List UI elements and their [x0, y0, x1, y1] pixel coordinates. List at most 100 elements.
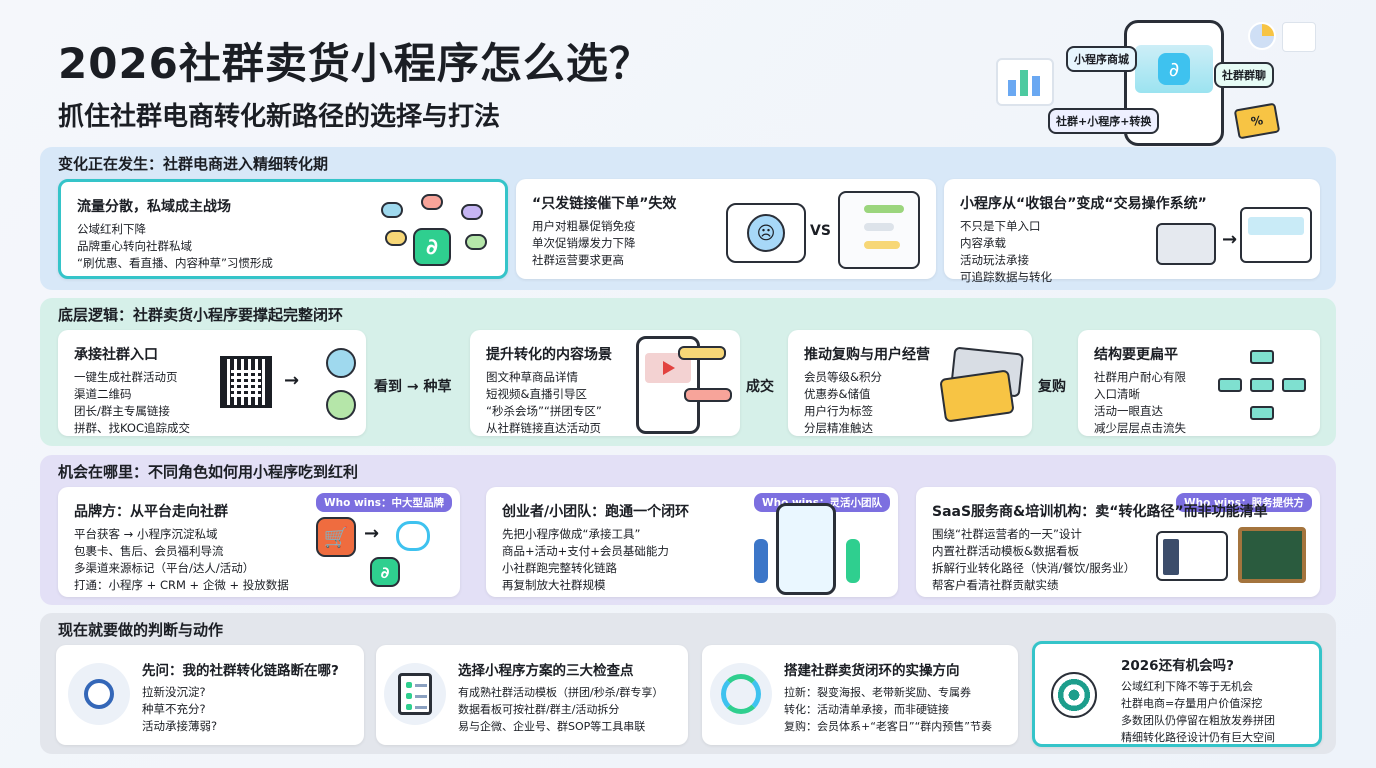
card-title: 品牌方：从平台走向社群	[74, 504, 228, 520]
list-item: 打通：小程序 + CRM + 企微 + 投放数据	[74, 578, 289, 592]
chat-bubble-icon	[396, 521, 430, 551]
card-title: 承接社群入口	[74, 347, 158, 363]
list-item: “刷优惠、看直播、内容种草”习惯形成	[77, 256, 273, 270]
dashboard-screen-icon	[1156, 531, 1228, 581]
list-item: 优惠券&储值	[804, 387, 871, 401]
qr-code-icon	[220, 356, 272, 408]
section-title: 机会在哪里：不同角色如何用小程序吃到红利	[58, 463, 359, 481]
person-icon	[754, 539, 768, 583]
list-item: 渠道二维码	[74, 387, 132, 401]
list-item: 多渠道来源标记（平台/达人/活动）	[74, 561, 255, 575]
checklist-icon	[384, 663, 446, 725]
card-title: SaaS服务商&培训机构：卖“转化路径”而非功能清单	[932, 504, 1268, 520]
page-subtitle: 抓住社群电商转化新路径的选择与打法	[58, 102, 501, 132]
flow-label-deal: 成交	[746, 379, 774, 395]
chat-bubble-icon	[385, 230, 407, 246]
list-item: 公域红利下降	[77, 222, 146, 236]
section-title: 现在就要做的判断与动作	[58, 621, 224, 639]
arrow-right-icon: →	[284, 370, 300, 391]
chat-bubble-icon	[421, 194, 443, 210]
list-item: 可追踪数据与转化	[960, 270, 1052, 284]
vs-label: VS	[810, 223, 831, 239]
chat-bubble-icon	[381, 202, 403, 218]
list-item: 转化：活动清单承接，而非硬链接	[784, 703, 949, 716]
list-item: 商品+活动+支付+会员基础能力	[502, 544, 669, 558]
list-item: “秒杀会场”“拼团专区”	[486, 404, 602, 418]
pie-chart-icon	[1248, 22, 1276, 50]
list-item: 图文种草商品详情	[486, 370, 578, 384]
mini-program-icon: ∂	[1158, 53, 1190, 85]
flow-label-seed: 看到 → 种草	[374, 379, 452, 395]
card-title: 搭建社群卖货闭环的实操方向	[784, 663, 960, 679]
card-title: 流量分散，私域成主战场	[77, 199, 231, 215]
list-item: 活动承接薄弱?	[142, 719, 218, 733]
list-item: 内置社群活动模板&数据看板	[932, 544, 1079, 558]
cycle-icon	[710, 663, 772, 725]
list-item: 团长/群主专属链接	[74, 404, 170, 418]
list-item: 围绕“社群运营者的一天”设计	[932, 527, 1082, 541]
hero-tag-convert: 社群+小程序+转换	[1048, 108, 1160, 134]
list-item: 易与企微、企业号、群SOP等工具串联	[458, 720, 646, 733]
list-item: 用户对粗暴促销免疫	[532, 219, 636, 233]
list-item: 入口清晰	[1094, 387, 1140, 401]
card-saas: Who wins：服务提供方 SaaS服务商&培训机构：卖“转化路径”而非功能清…	[916, 487, 1320, 597]
card-opportunity-2026: 2026还有机会吗? 公域红利下降不等于无机会 社群电商=存量用户价值深挖 多数…	[1032, 641, 1322, 747]
list-item: 单次促销爆发力下降	[532, 236, 636, 250]
phone-flow-icon	[776, 503, 836, 595]
list-item: 社群运营要求更高	[532, 253, 624, 267]
section-actions: 现在就要做的判断与动作 先问：我的社群转化链路断在哪? 拉新没沉淀? 种草不充分…	[40, 613, 1336, 754]
list-item: 活动玩法承接	[960, 253, 1029, 267]
section-change: 变化正在发生：社群电商进入精细转化期 流量分散，私域成主战场 公域红利下降 品牌…	[40, 147, 1336, 290]
card-title: 选择小程序方案的三大检查点	[458, 663, 634, 679]
wins-badge: Who wins：中大型品牌	[316, 493, 452, 512]
video-phone-icon	[636, 336, 700, 434]
list-item: 短视频&直播引导区	[486, 387, 587, 401]
card-title: “只发链接催下单”失效	[532, 196, 677, 212]
card-title: 小程序从“收银台”变成“交易操作系统”	[960, 196, 1207, 212]
list-item: 分层精准触达	[804, 421, 873, 435]
hero-illustration: ∂ 小程序商城 社群群聊 社群+小程序+转换 %	[996, 18, 1316, 148]
list-item: 不只是下单入口	[960, 219, 1041, 233]
coupon-icon	[939, 369, 1015, 423]
list-item: 数据看板可按社群/群主/活动拆分	[458, 703, 620, 716]
card-title: 推动复购与用户经营	[804, 347, 930, 363]
list-item: 拆解行业转化路径（快消/餐饮/服务业）	[932, 561, 1136, 575]
section-title: 底层逻辑：社群卖货小程序要撑起完整闭环	[58, 306, 344, 324]
section-opportunity: 机会在哪里：不同角色如何用小程序吃到红利 Who wins：中大型品牌 品牌方：…	[40, 455, 1336, 605]
list-item: 用户行为标签	[804, 404, 873, 418]
person-icon	[846, 539, 860, 583]
target-icon	[1043, 664, 1105, 726]
chat-bubble-icon	[465, 234, 487, 250]
chalkboard-icon	[1238, 527, 1306, 583]
chat-bubble-icon	[461, 204, 483, 220]
list-item: 种草不充分?	[142, 702, 206, 716]
card-repurchase: 推动复购与用户经营 会员等级&积分 优惠券&储值 用户行为标签 分层精准触达	[788, 330, 1032, 436]
list-item: 活动一眼直达	[1094, 404, 1163, 418]
list-item: 多数团队仍停留在粗放发券拼团	[1121, 714, 1275, 727]
user-icon	[326, 348, 356, 378]
wins-badge: Who wins：服务提供方	[1176, 493, 1312, 512]
list-item: 一键生成社群活动页	[74, 370, 178, 384]
list-item: 减少层层点击流失	[1094, 421, 1186, 435]
list-item: 拼群、找KOC追踪成交	[74, 421, 190, 435]
arrow-right-icon: →	[364, 523, 380, 544]
magnifier-icon	[68, 663, 130, 725]
card-content: 提升转化的内容场景 图文种草商品详情 短视频&直播引导区 “秒杀会场”“拼团专区…	[470, 330, 740, 436]
list-item: 先把小程序做成“承接工具”	[502, 527, 641, 541]
list-item: 小社群跑完整转化链路	[502, 561, 617, 575]
chart-card-icon	[996, 58, 1054, 106]
list-item: 拉新：裂变海报、老带新奖励、专属券	[784, 686, 971, 699]
hero-tag-group: 社群群聊	[1214, 62, 1274, 88]
card-entry: 承接社群入口 一键生成社群活动页 渠道二维码 团长/群主专属链接 拼群、找KOC…	[58, 330, 366, 436]
card-title: 创业者/小团队：跑通一个闭环	[502, 504, 690, 520]
card-checkpoints: 选择小程序方案的三大检查点 有成熟社群活动模板（拼团/秒杀/群专享） 数据看板可…	[376, 645, 688, 745]
arrow-right-icon: →	[1222, 229, 1238, 250]
section-logic: 底层逻辑：社群卖货小程序要撑起完整闭环 承接社群入口 一键生成社群活动页 渠道二…	[40, 298, 1336, 446]
coupon-icon: %	[1233, 102, 1281, 140]
list-item: 平台获客 → 小程序沉淀私域	[74, 527, 218, 541]
shopping-cart-icon: 🛒	[316, 517, 356, 557]
label-tag-icon	[678, 346, 726, 360]
list-item: 包裹卡、售后、会员福利导流	[74, 544, 224, 558]
list-item: 内容承载	[960, 236, 1006, 250]
card-flat-structure: 结构要更扁平 社群用户耐心有限 入口清晰 活动一眼直达 减少层层点击流失	[1078, 330, 1320, 436]
